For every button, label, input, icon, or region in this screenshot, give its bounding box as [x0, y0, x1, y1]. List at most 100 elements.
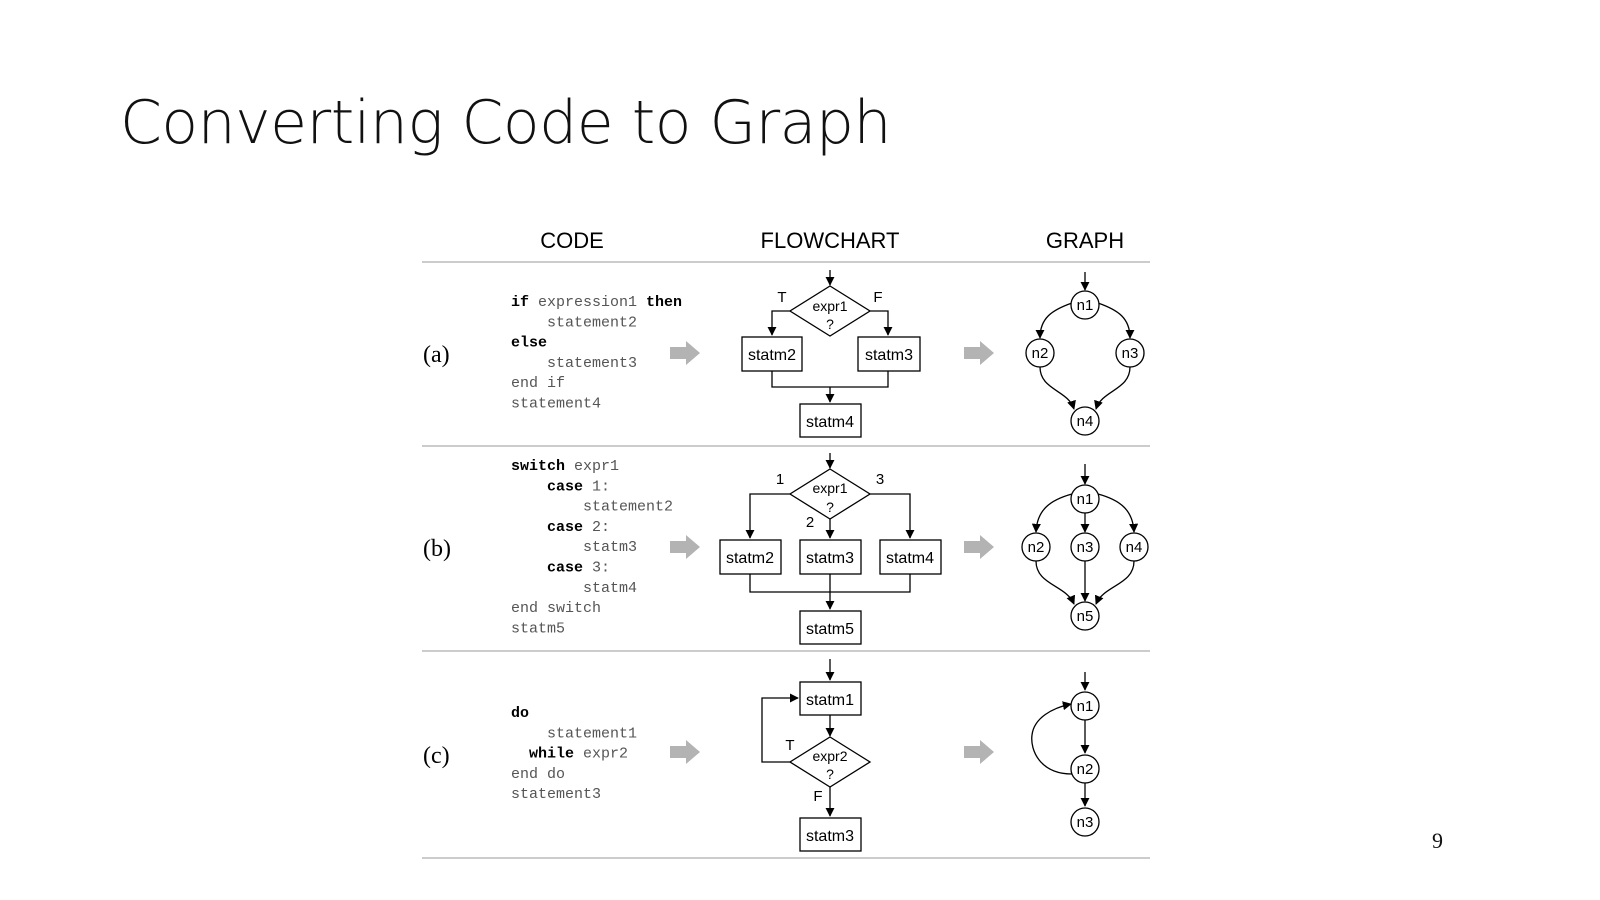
flowchart-b: expr1 ? 1 2 3 statm2 statm3 statm4 statm… [719, 453, 942, 645]
code-keyword: case [547, 519, 583, 536]
code-text [511, 746, 529, 763]
code-block-a: if expression1 then statement2 else state… [511, 294, 682, 413]
code-text: statement3 [511, 355, 637, 372]
statement-label: statm3 [806, 550, 854, 567]
graph-node [1070, 290, 1100, 320]
statement-label: statm3 [865, 347, 913, 364]
code-text: expression1 [529, 294, 646, 311]
edge-label: 1 [776, 471, 784, 488]
graph-node [1119, 532, 1149, 562]
column-header-code: CODE [540, 228, 604, 253]
graph-node-label: n3 [1122, 345, 1139, 362]
edge-label: T [777, 289, 786, 306]
graph-node-label: n3 [1077, 814, 1094, 831]
code-line: statement4 [511, 396, 601, 413]
row-label-a: (a) [423, 342, 450, 368]
edge-label: T [785, 737, 794, 754]
graph-node [1070, 691, 1100, 721]
graph-node [1025, 338, 1055, 368]
statement-label: statm4 [806, 414, 854, 431]
graph-c: n1 n2 n3 [1031, 672, 1100, 837]
decision-diamond [788, 285, 872, 337]
graph-node-label: n1 [1077, 698, 1094, 715]
decision-question-mark: ? [826, 316, 834, 332]
statement-box [799, 539, 862, 575]
code-text: end do [511, 766, 565, 783]
statement-box [799, 403, 862, 438]
code-line: end if [511, 375, 565, 392]
graph-node [1070, 754, 1100, 784]
statement-label: statm5 [806, 621, 854, 638]
code-line: statement3 [511, 786, 601, 803]
code-line: statm4 [511, 580, 637, 597]
statement-label: statm2 [748, 347, 796, 364]
code-text [511, 478, 547, 495]
column-header-graph: GRAPH [1046, 228, 1124, 253]
code-line: statement2 [511, 314, 637, 331]
code-line: statement1 [511, 725, 637, 742]
decision-question-mark: ? [826, 499, 834, 515]
graph-node-label: n5 [1077, 608, 1094, 625]
slide-title: Converting Code to Graph [120, 88, 892, 158]
code-text: statement3 [511, 786, 601, 803]
code-line: while expr2 [511, 746, 628, 763]
graph-node [1070, 532, 1100, 562]
code-line: case 2: [511, 519, 610, 536]
edge-label: 3 [876, 471, 884, 488]
code-text: end if [511, 375, 565, 392]
column-header-flowchart: FLOWCHART [761, 228, 900, 253]
row-label-c: (c) [423, 743, 450, 769]
statement-label: statm4 [886, 550, 934, 567]
graph-node [1115, 338, 1145, 368]
code-line: statement2 [511, 499, 673, 516]
graph-node [1070, 807, 1100, 837]
code-text: end switch [511, 600, 601, 617]
edge-label: 2 [806, 514, 814, 531]
code-text [511, 519, 547, 536]
statement-label: statm3 [806, 828, 854, 845]
code-keyword: while [529, 746, 574, 763]
graph-node-label: n4 [1126, 539, 1143, 556]
code-keyword: if [511, 294, 529, 311]
graph-node-label: n2 [1028, 539, 1045, 556]
graph-node [1070, 484, 1100, 514]
statement-box [879, 539, 942, 575]
graph-node-label: n2 [1032, 345, 1049, 362]
code-text: statm4 [511, 580, 637, 597]
decision-text: expr2 [812, 748, 847, 764]
statement-box [857, 336, 921, 372]
code-line: statm5 [511, 620, 565, 637]
code-keyword: do [511, 705, 529, 722]
graph-a: n1 n2 n3 n4 [1025, 272, 1145, 436]
right-arrow-icon [964, 341, 994, 365]
flowchart-a: expr1 ? T F statm2 statm3 statm4 [741, 270, 921, 438]
graph-node [1070, 601, 1100, 631]
code-keyword: switch [511, 458, 565, 475]
code-line: end switch [511, 600, 601, 617]
statement-box [799, 817, 862, 852]
code-text: statement2 [511, 499, 673, 516]
decision-question-mark: ? [826, 766, 834, 782]
code-line: statement3 [511, 355, 637, 372]
code-line: end do [511, 766, 565, 783]
code-line: else [511, 335, 547, 352]
statement-box [799, 610, 862, 645]
edge-label: F [873, 289, 882, 306]
graph-node [1021, 532, 1051, 562]
code-line: switch expr1 [511, 458, 619, 475]
code-text: statement2 [511, 314, 637, 331]
graph-node-label: n1 [1077, 491, 1094, 508]
code-block-c: do statement1 while expr2 end do statement… [511, 705, 637, 803]
edge-label: F [813, 788, 822, 805]
code-keyword: then [646, 294, 682, 311]
row-label-b: (b) [423, 536, 451, 562]
decision-text: expr1 [812, 480, 847, 496]
code-text: 2: [583, 519, 610, 536]
right-arrow-icon [964, 740, 994, 764]
right-arrow-icon [670, 740, 700, 764]
code-text: statm5 [511, 620, 565, 637]
code-text: statement4 [511, 396, 601, 413]
code-line: do [511, 705, 529, 722]
right-arrow-icon [670, 535, 700, 559]
code-line: case 3: [511, 560, 610, 577]
